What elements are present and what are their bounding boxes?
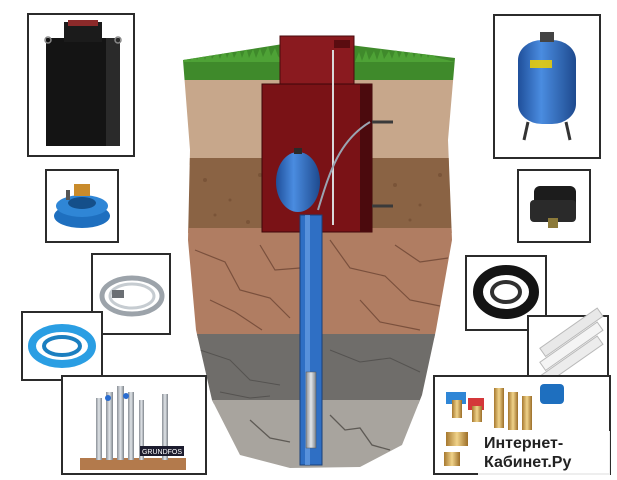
grass-blades-right xyxy=(355,47,455,62)
caisson-shadow-side xyxy=(360,84,372,232)
caisson-structure xyxy=(261,35,393,233)
tile-steel-cable xyxy=(91,253,171,335)
caisson-internal-hose xyxy=(317,121,371,211)
casing-highlight xyxy=(305,215,310,465)
grass-blades xyxy=(183,46,283,62)
tile-caisson xyxy=(27,13,135,157)
well-casing xyxy=(299,214,323,466)
watermark: Интернет- Кабинет.Ру xyxy=(478,431,610,475)
watermark-line-1: Интернет- xyxy=(484,435,564,452)
clay-cracks xyxy=(194,239,449,331)
tile-submersible-pumps: GRUNDFOS xyxy=(61,375,207,475)
submersible-pump-in-well xyxy=(305,371,317,449)
pump-brand-plate xyxy=(140,446,184,456)
rock-texture xyxy=(199,349,421,399)
soil-texture xyxy=(203,173,442,224)
pump-brand-label: GRUNDFOS xyxy=(142,449,182,456)
tile-hydraulic-accumulator xyxy=(493,14,601,159)
caisson-accumulator-tank xyxy=(276,152,320,212)
gravel-cracks xyxy=(249,414,391,451)
tile-blue-pipe-coil xyxy=(21,311,103,381)
caisson-body xyxy=(261,83,373,233)
tile-pressure-switch xyxy=(517,169,591,243)
caisson-accumulator-cap xyxy=(294,148,302,154)
tile-well-head xyxy=(45,169,119,243)
watermark-line-2: Кабинет.Ру xyxy=(484,454,572,471)
caisson-hatch xyxy=(334,40,350,48)
